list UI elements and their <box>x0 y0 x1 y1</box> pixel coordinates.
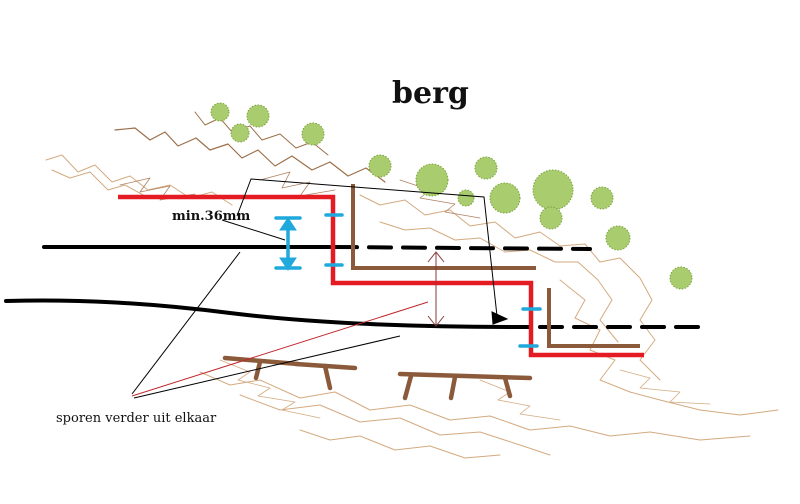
bush <box>669 266 693 290</box>
bush <box>210 102 230 122</box>
sleeper-leg <box>253 359 263 381</box>
pointer-to-lower-track <box>133 335 401 399</box>
bush <box>368 154 392 178</box>
bush <box>539 206 563 230</box>
clearance-arrow-up <box>279 217 297 231</box>
bush <box>230 123 250 143</box>
arrow-callout <box>236 178 498 317</box>
bush <box>457 189 475 207</box>
height-arrow-bottom <box>427 315 445 327</box>
sleeper-leg <box>322 363 333 391</box>
lower-sleepers <box>222 355 533 401</box>
embankment-lower <box>199 371 751 441</box>
tracks-note-label: sporen verder uit elkaar <box>56 411 217 426</box>
bush <box>590 186 614 210</box>
pointer-to-upper-track <box>131 251 241 395</box>
mountain-outline-upper-2 <box>194 111 329 156</box>
sleeper-rail-right <box>397 371 533 381</box>
brown-profile <box>351 184 640 348</box>
bush <box>415 163 449 197</box>
clearance-markers <box>274 213 542 348</box>
upper-track-dashed <box>333 245 592 251</box>
mountain-slope-right <box>359 194 661 381</box>
min-label-pointer <box>221 219 286 241</box>
brown-step-line-lower <box>547 288 640 348</box>
min-clearance-label: min.36mm <box>172 209 251 224</box>
bush <box>246 104 270 128</box>
mountain-slope-right-2 <box>379 221 619 343</box>
arrow-head <box>491 311 509 325</box>
clearance-arrow-down <box>279 257 297 271</box>
mountain-outline-left-2 <box>51 169 146 197</box>
bush <box>301 122 325 146</box>
embankment-scribble <box>219 359 711 421</box>
bush <box>489 182 521 214</box>
lower-track-solid <box>4 298 532 329</box>
mountain-outline-upper <box>114 127 386 183</box>
tracks <box>4 245 712 329</box>
sleeper-leg <box>402 373 414 401</box>
height-arrow-top <box>427 251 445 263</box>
sleeper-leg <box>502 375 513 399</box>
annotation-lines <box>131 178 509 399</box>
red-step-line <box>118 194 644 358</box>
brown-step-line-upper <box>351 184 536 270</box>
diagram-title: berg <box>392 76 469 111</box>
embankment-lower-3 <box>299 429 501 459</box>
bush <box>605 225 631 251</box>
pointer-to-lower-red <box>131 301 429 397</box>
bush <box>474 156 498 180</box>
mountain-slope-right-3 <box>559 279 779 416</box>
red-profile <box>118 194 644 358</box>
embankment-lower-2 <box>239 394 551 456</box>
bush <box>532 169 574 211</box>
sleeper-leg <box>448 374 458 401</box>
bushes <box>210 102 693 290</box>
